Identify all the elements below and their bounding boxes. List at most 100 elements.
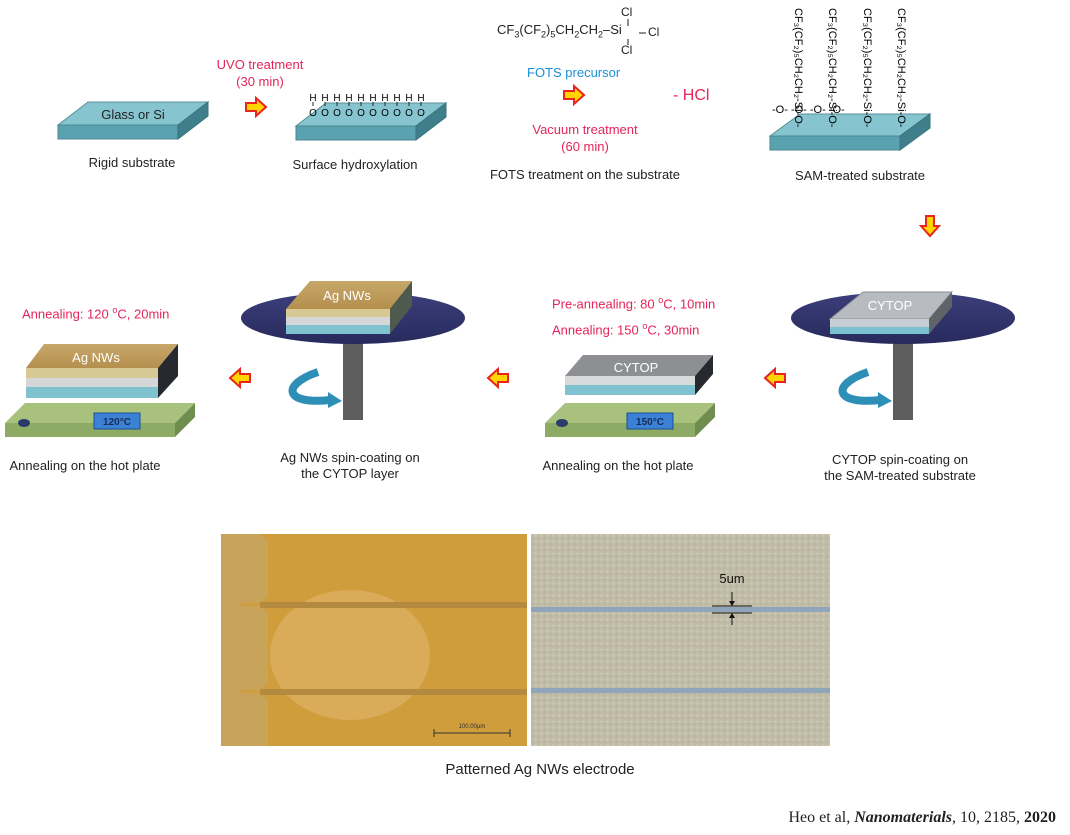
formula-sub: 2: [597, 29, 603, 40]
sam-caption: SAM-treated substrate: [794, 168, 926, 183]
formula-sub: 5: [550, 29, 556, 40]
cl-bottom: Cl: [621, 43, 633, 57]
formula-sub: 2: [574, 29, 580, 40]
anneal-text: Annealing: 150: [552, 322, 643, 338]
hydrogen-label: H: [405, 93, 412, 104]
cl-top: Cl: [621, 5, 633, 19]
ref-year: 2020: [1024, 809, 1056, 826]
vacuum-title: Vacuum treatment: [532, 122, 638, 137]
pre-anneal-label: Pre-annealing: 80 oC, 10min: [552, 295, 715, 311]
cytop-spin-caption-1: CYTOP spin-coating on: [831, 452, 969, 467]
micrograph-caption: Patterned Ag NWs electrode: [445, 761, 635, 778]
degree-sup: o: [112, 305, 118, 315]
sam-chains: CF₃(CF₂)₅CH₂CH₂-Si-O- CF₃(CF₂)₅CH₂CH₂-Si-…: [772, 8, 907, 128]
oxygen-label: O: [321, 108, 329, 119]
arrow-uvo: [245, 97, 267, 117]
formula-sub: 2: [541, 29, 547, 40]
oxygen-label: O: [309, 108, 317, 119]
hydrogen-label: H: [321, 93, 328, 104]
agnw-hot-plate-temp: 120°C: [103, 417, 131, 428]
anneal-text: C, 30min: [647, 322, 700, 338]
agnw-anneal-caption: Annealing on the hot plate: [9, 458, 161, 473]
oxygen-label: O: [333, 108, 341, 119]
micrograph-left: 100.00µm: [221, 534, 527, 746]
sam-substrate: CF₃(CF₂)₅CH₂CH₂-Si-O- CF₃(CF₂)₅CH₂CH₂-Si-…: [768, 8, 932, 151]
agnw-anneal-label: Annealing: 120 oC, 20min: [22, 305, 169, 321]
micrograph-right: 5um: [531, 534, 830, 746]
hydrogen-label: H: [381, 93, 388, 104]
oxygen-label: O: [345, 108, 353, 119]
anneal-text: C, 20min: [117, 306, 170, 322]
width-label: 5um: [719, 571, 744, 586]
formula-part: ): [546, 22, 551, 37]
arrow-left-1: [764, 368, 786, 388]
oxygen-label: O: [381, 108, 389, 119]
formula-part: (CF: [519, 22, 542, 37]
ref-journal: Nanomaterials: [854, 809, 952, 826]
cytop-hot-plate-label: CYTOP: [614, 360, 659, 375]
degree-sup: o: [642, 321, 648, 331]
rigid-substrate-slab: Glass or Si: [56, 100, 210, 141]
oxygen-label: O: [369, 108, 377, 119]
formula-part: CH: [555, 22, 575, 37]
reference: Heo et al, Nanomaterials, 10, 2185, 2020: [788, 809, 1056, 827]
cl-right: Cl: [648, 25, 660, 39]
cytop-spin-label: CYTOP: [868, 298, 913, 313]
sam-chain-label: CF₃(CF₂)₅CH₂CH₂-Si-O-: [826, 8, 838, 128]
cytop-spin-caption: CYTOP spin-coating on the SAM-treated su…: [800, 452, 1000, 484]
fots-formula: CF3(CF2)5CH2CH2–Si: [497, 22, 622, 40]
si-label: Si: [610, 22, 622, 37]
hydrogen-label: H: [393, 93, 400, 104]
hydroxylation-caption: Surface hydroxylation: [292, 157, 418, 172]
cytop-spin-coater: CYTOP: [791, 291, 1015, 420]
sam-backbone-label: -O- -O- -O- -O-: [772, 104, 845, 116]
cytop-hot-plate: 150°C CYTOP: [545, 355, 715, 437]
rigid-substrate-label: Glass or Si: [101, 107, 165, 122]
sam-chain-label: CF₃(CF₂)₅CH₂CH₂-Si-O-: [792, 8, 804, 128]
uvo-time: (30 min): [236, 74, 284, 89]
oxygen-label: O: [393, 108, 401, 119]
hydrogen-label: H: [309, 93, 316, 104]
sam-chain-label: CF₃(CF₂)₅CH₂CH₂-Si-O-: [861, 8, 873, 128]
arrow-left-2: [487, 368, 509, 388]
fots-precursor-label: FOTS precursor: [527, 65, 621, 80]
ref-details: , 10, 2185,: [952, 809, 1024, 826]
formula-sub: 3: [514, 29, 520, 40]
uvo-title: UVO treatment: [216, 57, 304, 72]
cytop-anneal-label: Annealing: 150 oC, 30min: [552, 321, 699, 337]
hydrogen-label: H: [333, 93, 340, 104]
vacuum-time: (60 min): [561, 139, 609, 154]
oxygen-label: O: [357, 108, 365, 119]
si-cl-bonds: [627, 19, 646, 45]
cytop-spin-caption-2: the SAM-treated substrate: [824, 468, 976, 483]
arrow-down: [918, 215, 942, 238]
scale-bar-label: 100.00µm: [459, 724, 486, 730]
hcl-label: - HCl: [673, 87, 710, 104]
oxygen-label: O: [417, 108, 425, 119]
agnw-hot-plate-label: Ag NWs: [72, 350, 120, 365]
cytop-hot-plate-temp: 150°C: [636, 417, 664, 428]
hydrogen-label: H: [369, 93, 376, 104]
hydrogen-label: H: [345, 93, 352, 104]
vacuum-label: Vacuum treatment (60 min): [515, 121, 655, 155]
sam-chain-label: CF₃(CF₂)₅CH₂CH₂-Si-O-: [895, 8, 907, 128]
anneal-text: Pre-annealing: 80: [552, 296, 659, 312]
ref-authors: Heo et al,: [788, 809, 855, 826]
anneal-text: Annealing: 120: [22, 306, 113, 322]
rigid-substrate-caption: Rigid substrate: [88, 155, 176, 170]
agnw-spin-caption-2: the CYTOP layer: [301, 466, 399, 481]
oxygen-label: O: [405, 108, 413, 119]
agnw-spin-label: Ag NWs: [323, 288, 371, 303]
arrow-left-3: [229, 368, 251, 388]
degree-sup: o: [658, 295, 664, 305]
fots-caption: FOTS treatment on the substrate: [489, 167, 681, 182]
cytop-anneal-caption: Annealing on the hot plate: [542, 458, 694, 473]
agnw-spin-caption: Ag NWs spin-coating on the CYTOP layer: [250, 450, 450, 482]
agnw-spin-caption-1: Ag NWs spin-coating on: [280, 450, 420, 465]
formula-part: CH: [579, 22, 598, 37]
arrow-fots: [563, 85, 585, 105]
uvo-label: UVO treatment (30 min): [205, 56, 315, 90]
